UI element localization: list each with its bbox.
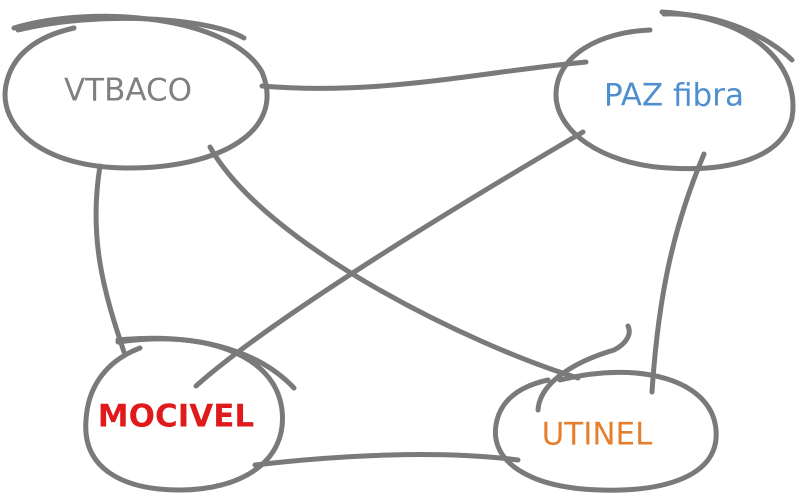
node-paz-label: PAZ fibra xyxy=(604,78,744,114)
edge-mocivel-utinel xyxy=(252,452,521,468)
node-mocivel-label: MOCIVEL xyxy=(98,399,254,435)
node-vtbaco-outline xyxy=(2,13,270,171)
edge-paz-utinel xyxy=(649,151,707,395)
node-paz-sketch-stroke xyxy=(661,11,795,63)
node-utinel: UTINEL xyxy=(492,323,719,493)
node-paz-outline xyxy=(553,9,796,172)
node-vtbaco: VTBACO xyxy=(2,13,270,171)
node-mocivel-sketch-stroke xyxy=(115,335,297,391)
node-vtbaco-sketch-stroke xyxy=(15,15,247,41)
node-utinel-sketch-stroke xyxy=(535,323,632,413)
edge-vtbaco-paz xyxy=(259,59,589,91)
node-vtbaco-label: VTBACO xyxy=(64,73,192,109)
node-paz-fibra: PAZ fibra xyxy=(553,9,796,172)
node-mocivel: MOCIVEL xyxy=(83,335,297,493)
edge-paz-mocivel xyxy=(193,129,586,389)
edge-vtbaco-mocivel xyxy=(93,163,127,355)
node-utinel-outline xyxy=(492,369,719,493)
node-utinel-label: UTINEL xyxy=(542,417,654,453)
edge-vtbaco-utinel xyxy=(207,144,581,381)
node-mocivel-outline xyxy=(83,336,285,493)
